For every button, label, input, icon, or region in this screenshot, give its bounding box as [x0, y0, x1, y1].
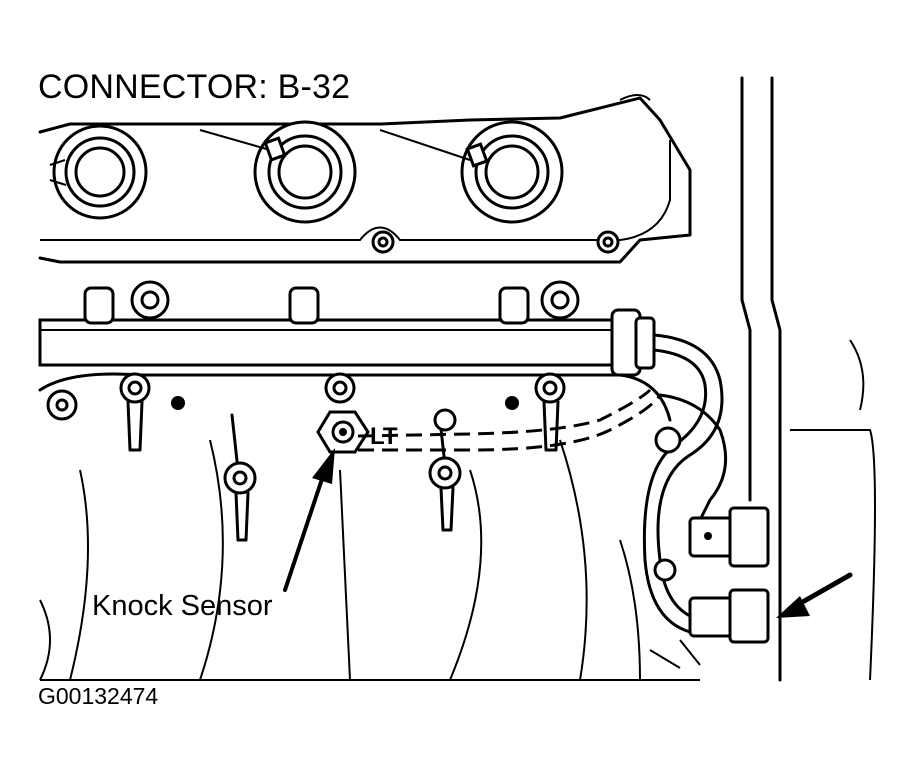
cover-bolts	[371, 230, 620, 254]
sensor-harness	[357, 388, 662, 452]
knock-sensor-label: Knock Sensor	[92, 590, 273, 622]
connector-b32	[688, 506, 770, 644]
manifold-brackets	[46, 372, 566, 542]
knock-sensor	[316, 410, 370, 454]
fuel-rail	[38, 280, 656, 377]
spark-plug-bosses	[49, 120, 564, 224]
connector-arrow	[776, 572, 853, 618]
hose-tag-label: LT	[370, 423, 398, 450]
valve-cover	[38, 94, 692, 264]
wiring-harness	[642, 333, 728, 669]
engine-block-edge	[740, 76, 876, 682]
figure-code: G00132474	[38, 683, 159, 709]
knock-sensor-arrow	[283, 448, 335, 592]
diagram-title: CONNECTOR: B-32	[38, 68, 351, 106]
